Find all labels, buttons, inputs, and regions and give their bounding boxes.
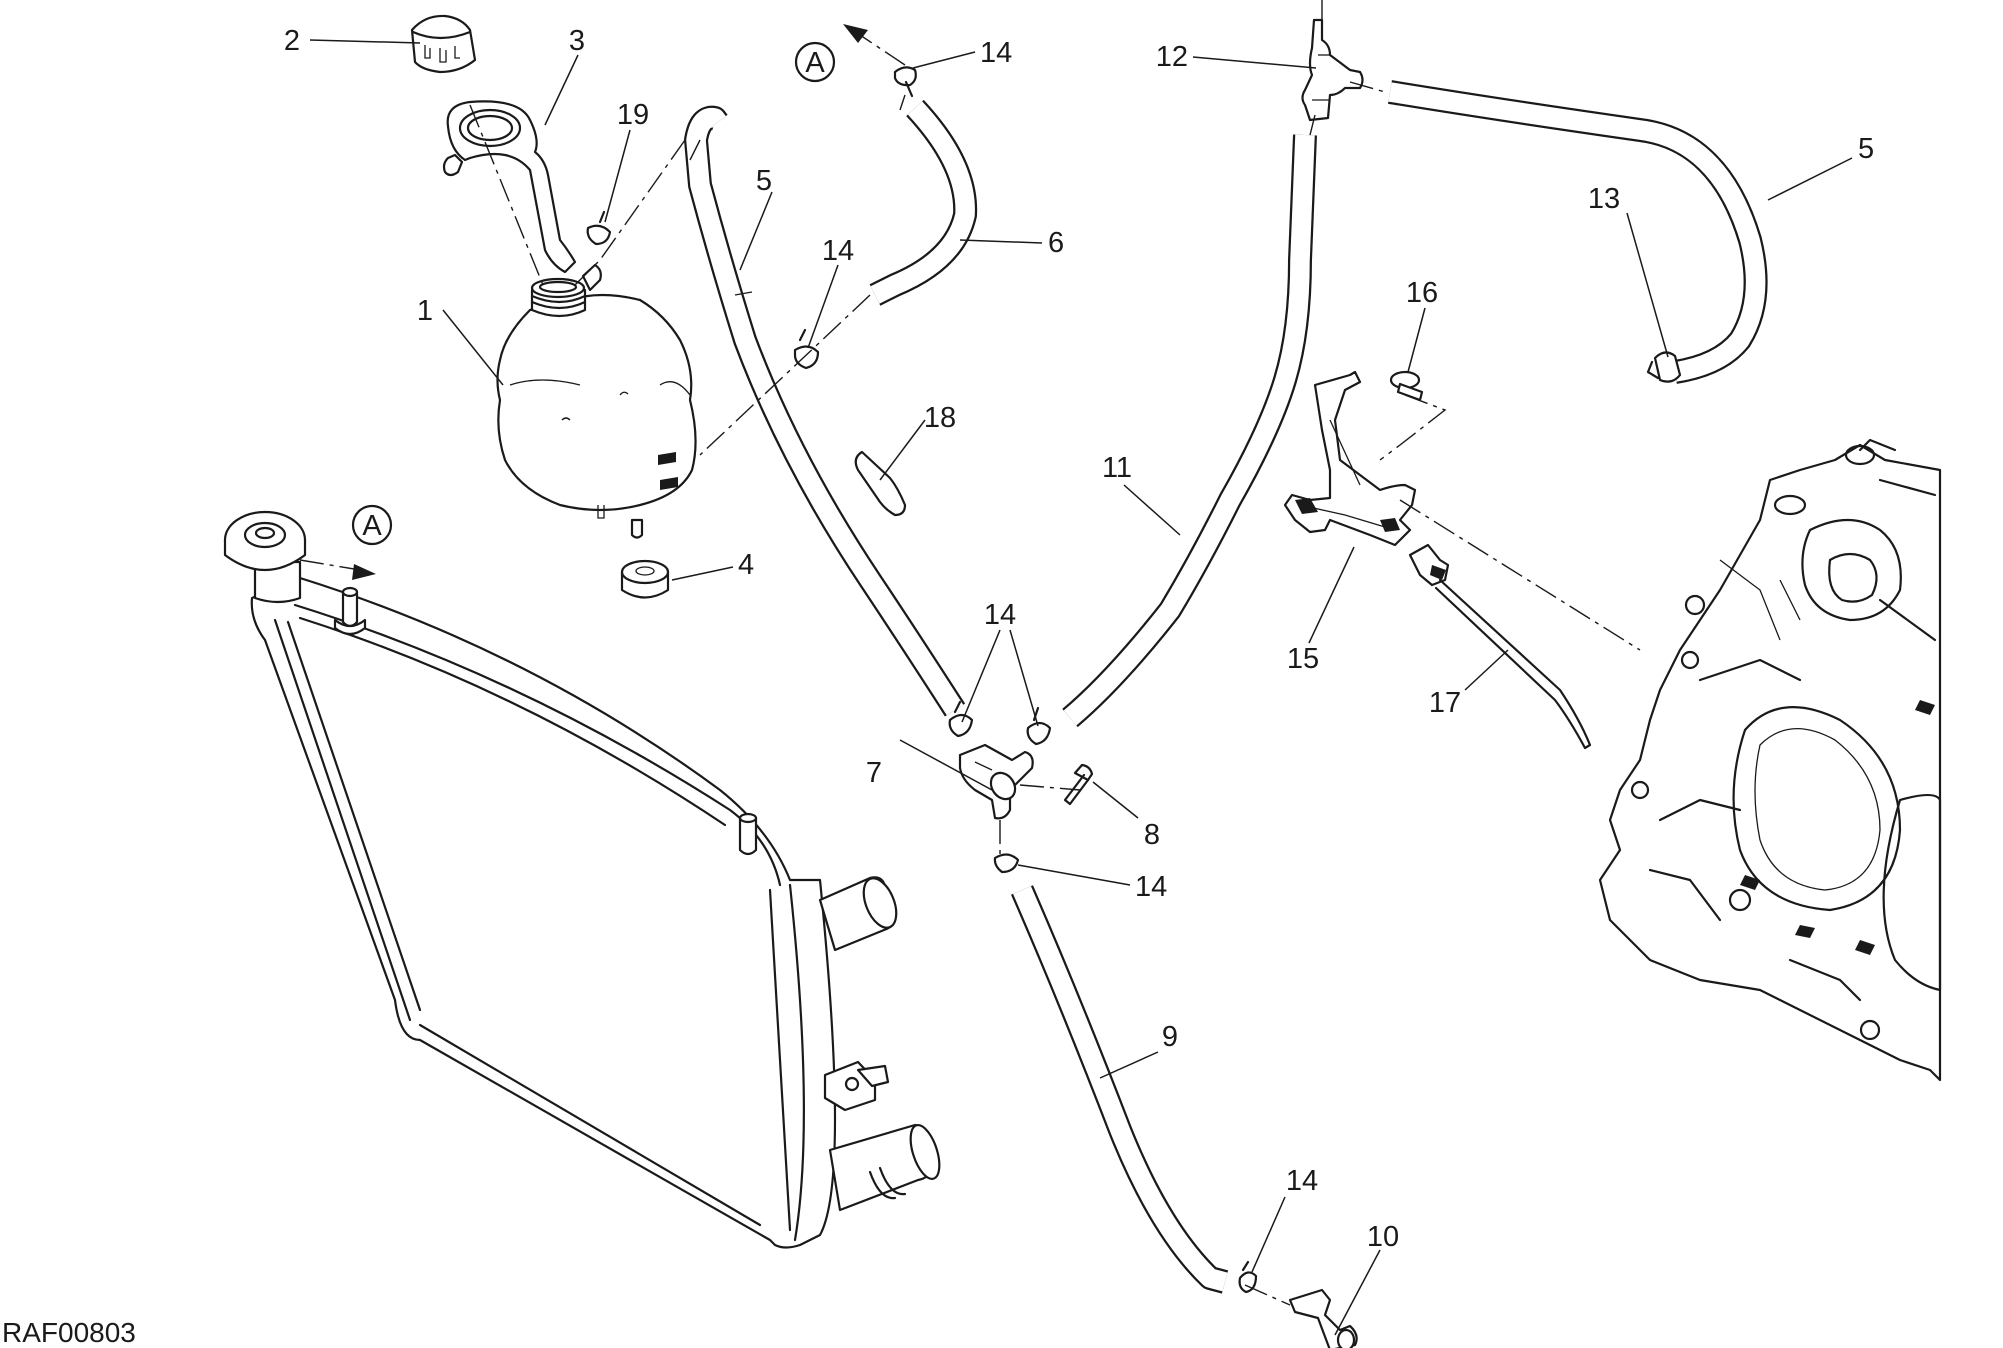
filler-cap [410,14,477,74]
assembly-centerlines [469,0,1641,1306]
radiator [223,510,941,1249]
hose-clamp-13 [1646,351,1682,383]
tee-fitting-top [1301,18,1364,122]
tee-fitting-bottom [958,743,1034,820]
hose-clamps [586,66,1258,1294]
hose-5-right [1388,80,1768,384]
temperature-sensor [1408,543,1592,750]
callout-13: 13 [1588,183,1620,215]
bolt [1063,763,1094,806]
reference-mark-left: A [351,504,393,546]
callout-19: 19 [617,99,649,131]
hose-9 [1011,885,1229,1294]
callout-18: 18 [924,402,956,434]
expansion-tank [496,263,697,539]
callout-2: 2 [284,25,300,57]
engine-crankcase [1598,438,1942,1082]
callout-9: 9 [1162,1021,1178,1053]
callout-5-right: 5 [1858,133,1874,165]
callout-14-c: 14 [984,599,1016,631]
rubber-grommet [620,559,670,599]
hose-11 [1062,134,1317,728]
callout-11: 11 [1102,452,1132,484]
elbow-fitting [1288,1288,1358,1348]
hose-5-left [684,105,966,717]
callout-14-e: 14 [1286,1165,1318,1197]
callout-labels: 2 3 19 1 4 5 6 14 14 18 11 14 7 8 14 9 1… [284,25,1874,1253]
hose-6 [869,99,978,306]
reference-mark-label: A [362,510,382,542]
leader-lines [309,39,1853,1336]
filler-tube [442,100,577,274]
mounting-bracket [1283,370,1417,547]
drawing-code: RAF00803 [2,1317,136,1348]
callout-14-d: 14 [1135,871,1167,903]
callout-14-a: 14 [822,235,854,267]
callout-6: 6 [1048,227,1064,259]
callout-12: 12 [1156,41,1188,73]
callout-14-b: 14 [980,37,1012,69]
reference-arrows [299,24,906,580]
callout-3: 3 [569,25,585,57]
callout-15: 15 [1287,643,1319,675]
callout-1: 1 [417,295,433,327]
callout-16: 16 [1406,277,1438,309]
cable-clip [854,450,907,517]
callout-4: 4 [738,549,754,581]
reference-mark-label: A [805,47,825,79]
callout-5-left: 5 [756,165,772,197]
callout-10: 10 [1367,1221,1399,1253]
callout-7: 7 [866,757,882,789]
callout-8: 8 [1144,819,1160,851]
reference-mark-top: A [794,41,836,83]
callout-17: 17 [1429,687,1461,719]
